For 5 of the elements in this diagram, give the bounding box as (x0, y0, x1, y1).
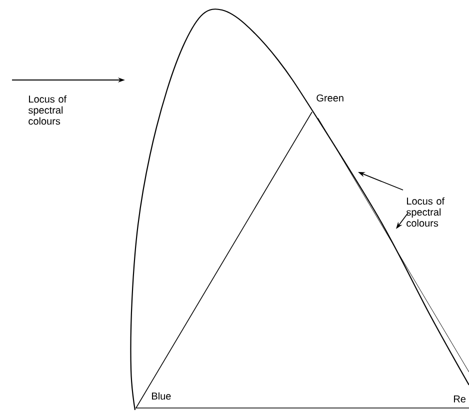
vertex-label: Green (316, 94, 344, 102)
vertex-label: Re (454, 396, 466, 402)
callout-text: Locus of spectral colours (28, 95, 67, 125)
vertex-label: Blue (152, 392, 171, 400)
callout-text: Locus of spectral colours (406, 197, 445, 227)
